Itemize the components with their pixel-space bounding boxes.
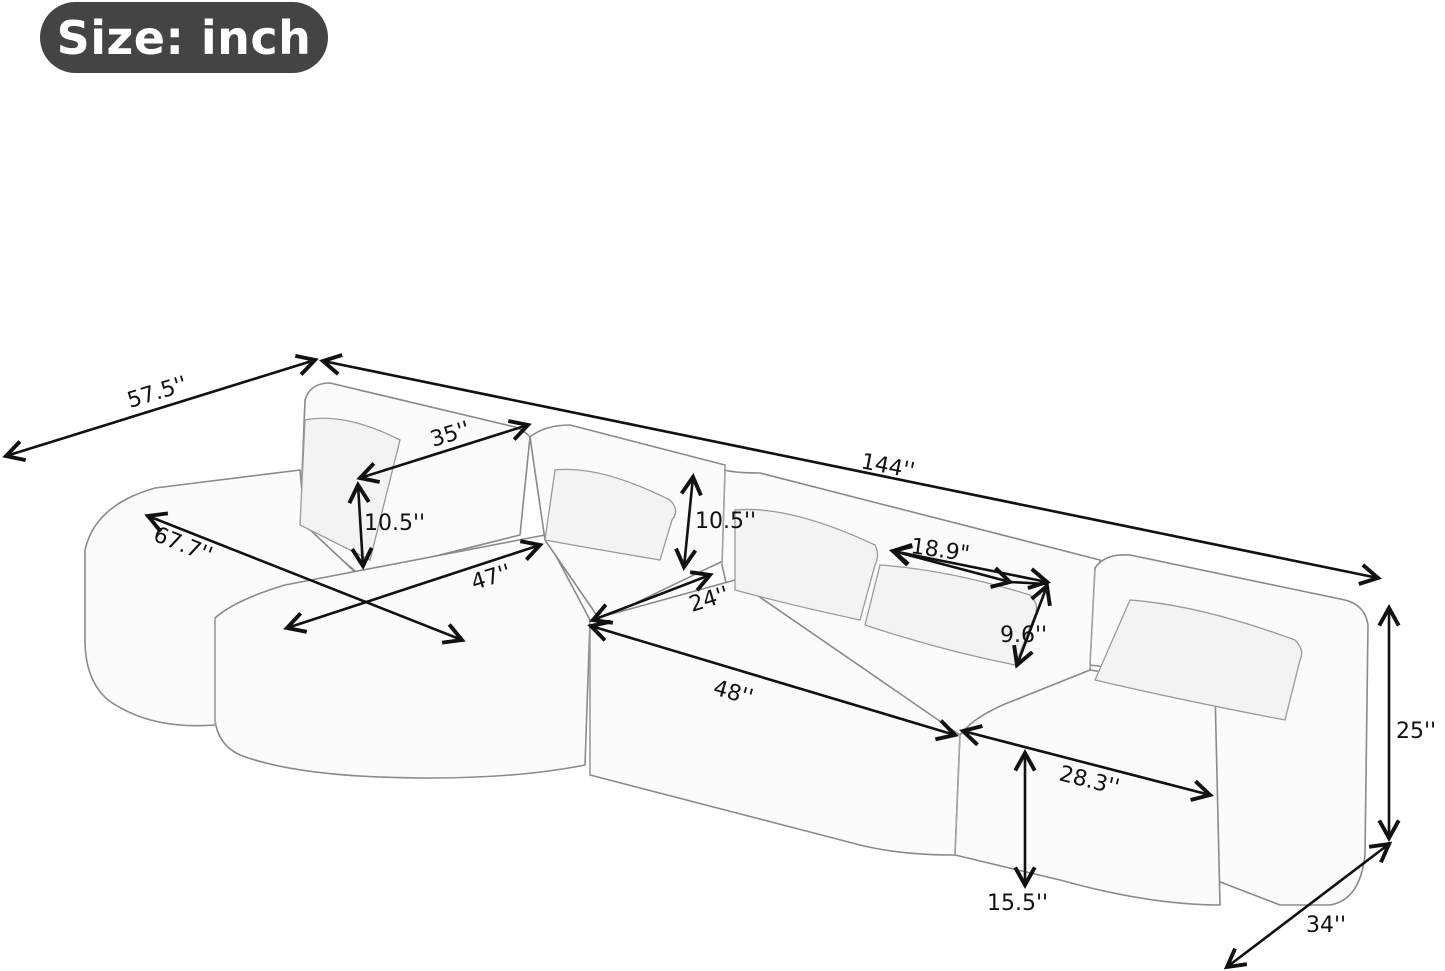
- label-overall-length: 144'': [859, 449, 917, 484]
- label-back-height-middle: 10.5'': [695, 509, 756, 534]
- label-end-depth: 34'': [1306, 913, 1346, 938]
- dimension-arrows: [6, 360, 1389, 967]
- label-overall-depth: 57.5'': [124, 372, 190, 414]
- arrow-overall-depth: [6, 360, 315, 456]
- label-total-height: 25'': [1396, 719, 1436, 744]
- arrow-chaise-back-width: [360, 425, 528, 478]
- arrow-back-height-middle: [684, 477, 693, 567]
- arrow-pillow-width: [893, 551, 1047, 582]
- size-unit-badge: Size: inch: [40, 2, 328, 73]
- label-pillow-height: 9.6'': [1000, 623, 1047, 648]
- arrow-chaise-seat-width: [287, 545, 540, 628]
- size-unit-label: Size: inch: [56, 10, 312, 65]
- pillow-right: [1094, 599, 1303, 721]
- sofa-illustration: [84, 382, 1369, 906]
- arrow-middle-seat-width: [591, 626, 955, 735]
- arrow-armless-seat-depth: [963, 731, 1210, 795]
- arrow-pillow-height: [1017, 586, 1047, 665]
- label-chaise-back-height: 10.5'': [364, 511, 425, 536]
- arrow-end-depth: [1227, 844, 1389, 967]
- arrow-overall-length: [323, 361, 1378, 578]
- arrow-seat-depth: [593, 575, 710, 620]
- label-seat-height: 15.5'': [987, 891, 1048, 916]
